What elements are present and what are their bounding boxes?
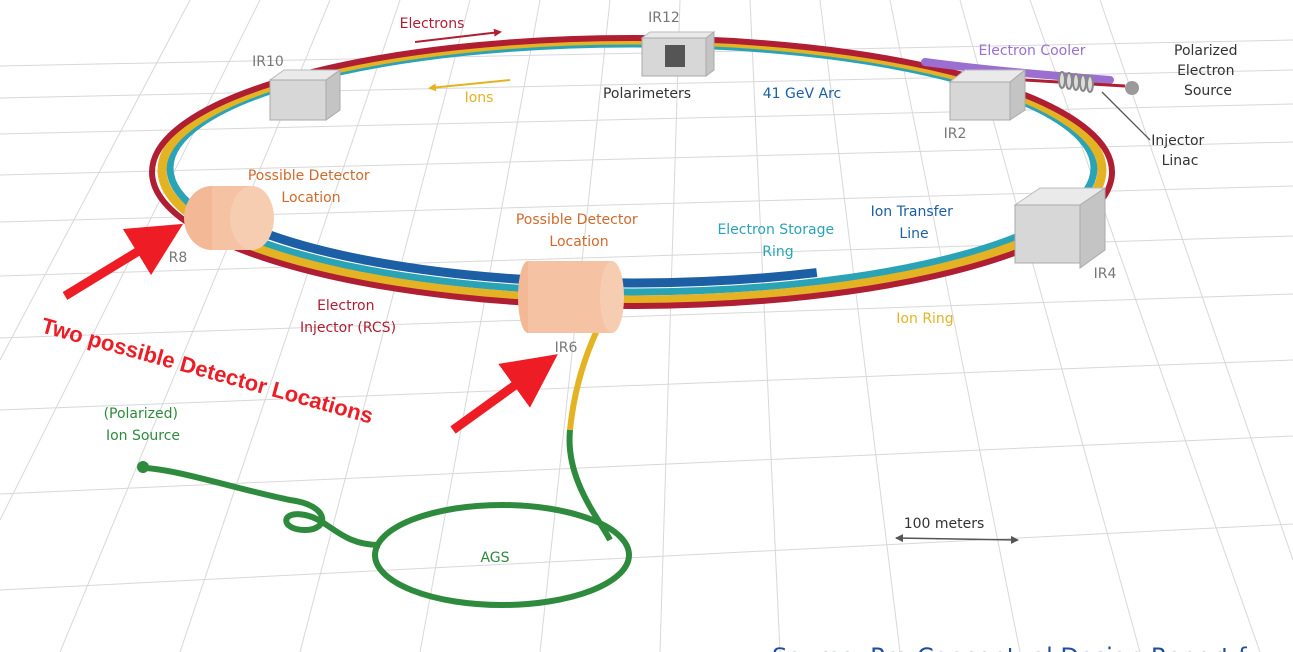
electron-injector-label: Electron Injector (RCS) <box>300 298 396 336</box>
ir10-box <box>268 69 342 121</box>
detector-center-label: Possible Detector Location <box>516 212 642 250</box>
ags-label: AGS <box>480 550 509 566</box>
ir2-label: IR2 <box>944 126 967 142</box>
annotation-arrow-ir6 <box>450 354 558 434</box>
ions-direction-arrow <box>428 79 511 92</box>
ion-source-label: (Polarized) Ion Source <box>104 406 183 444</box>
ion-transfer-line-label: Ion Transfer Line <box>871 204 958 242</box>
polarimeters-label: Polarimeters <box>603 86 691 102</box>
ions-label: Ions <box>465 90 494 106</box>
annotation-arrow-ir8 <box>62 223 184 300</box>
electrons-direction-arrow <box>414 28 502 43</box>
detector-cylinder-ir8 <box>184 186 274 250</box>
ir6-label: IR6 <box>555 340 578 356</box>
ir4-box <box>1013 187 1107 269</box>
detector-cylinder-ir6 <box>518 261 624 333</box>
ion-transfer-line-arc <box>177 42 1087 288</box>
electron-cooler-label: Electron Cooler <box>978 43 1085 59</box>
electrons-label: Electrons <box>400 16 465 32</box>
detector-left-label: Possible Detector Location <box>248 168 374 206</box>
ir4-label: IR4 <box>1094 266 1117 282</box>
labels: IR12 IR10 IR2 IR4 IR6 R8 Electrons Ions … <box>104 10 1242 566</box>
ion-ring-label: Ion Ring <box>896 311 953 327</box>
ir2-box <box>948 68 1027 121</box>
electron-injector-ring <box>149 35 1115 309</box>
ir8-label: R8 <box>169 250 188 266</box>
polarized-electron-source-label: Polarized Electron Source <box>1174 43 1242 99</box>
ir12-box <box>640 31 716 77</box>
collider-rings <box>149 35 1115 309</box>
arc-label: 41 GeV Arc <box>763 86 841 102</box>
scale-label: 100 meters <box>904 516 985 532</box>
scale-bar <box>895 534 1019 544</box>
electron-storage-ring-label: Electron Storage Ring <box>717 222 838 260</box>
ir10-label: IR10 <box>252 54 284 70</box>
injector-linac-label: Injector Linac <box>1151 133 1208 169</box>
polarized-electron-source-sphere <box>1125 81 1139 95</box>
ir12-label: IR12 <box>648 10 680 26</box>
source-footer: Source: Pre-Conceptual Design Report f <box>772 643 1247 652</box>
ion-source-sphere <box>137 461 149 473</box>
